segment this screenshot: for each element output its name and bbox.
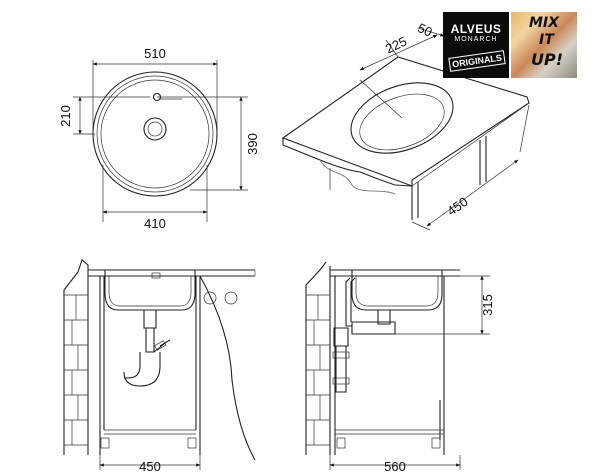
dim-390-label: 390 bbox=[245, 133, 260, 155]
drain-outer bbox=[143, 117, 167, 141]
dim-510-label: 510 bbox=[144, 46, 166, 61]
sink-rim-inner bbox=[96, 75, 214, 193]
dim-450-front-label: 450 bbox=[139, 459, 161, 473]
mix-line-1: MIX bbox=[529, 15, 559, 31]
sink-bowl bbox=[100, 79, 210, 189]
mix-it-up-logo: MIX IT UP! bbox=[511, 12, 577, 78]
dim-560-label: 560 bbox=[384, 459, 406, 473]
dim-315-label: 315 bbox=[480, 294, 495, 316]
isometric-view: 50 225 450 bbox=[281, 20, 530, 231]
sink-rim-outer bbox=[92, 71, 218, 197]
brand-name: ALVEUS bbox=[450, 22, 502, 36]
brand-originals: ORIGINALS bbox=[448, 50, 506, 72]
top-view: 510 410 210 390 bbox=[58, 46, 260, 231]
iso-sink-opening bbox=[350, 82, 454, 154]
dim-410-label: 410 bbox=[144, 216, 166, 231]
dim-50-label: 50 bbox=[415, 20, 434, 40]
drain-inner bbox=[147, 121, 163, 137]
alveus-logo: ALVEUS MONARCH ORIGINALS bbox=[443, 12, 509, 78]
front-view: 450 bbox=[63, 259, 256, 473]
dim-210-label: 210 bbox=[58, 105, 73, 127]
mix-line-2: IT bbox=[539, 32, 554, 48]
mix-line-3: UP! bbox=[531, 50, 564, 69]
brand-subname: MONARCH bbox=[454, 36, 498, 43]
side-view: 315 560 bbox=[305, 261, 495, 473]
dim-225-label: 225 bbox=[383, 34, 409, 57]
